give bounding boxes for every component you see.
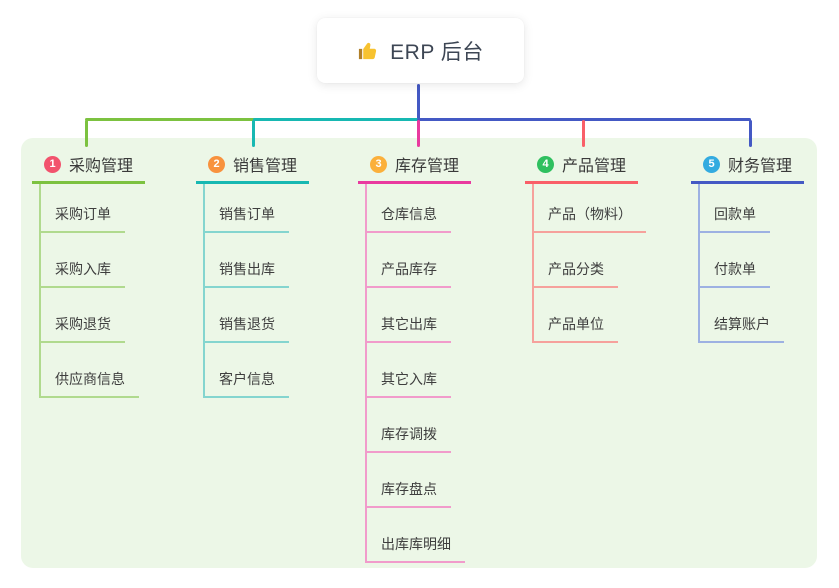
connector-line — [85, 118, 255, 121]
child-label: 库存调拨 — [381, 426, 437, 442]
child-label: 库存盘点 — [381, 481, 437, 497]
branch-children: 销售订单 销售出库 销售退货 客户信息 — [196, 184, 289, 398]
child-node[interactable]: 采购退货 — [39, 288, 125, 343]
child-label: 销售退货 — [219, 316, 275, 332]
child-node[interactable]: 库存调拨 — [365, 398, 451, 453]
branch-spine-line — [698, 184, 700, 343]
connector-line — [749, 120, 752, 147]
branch-1: 1 采购管理 采购订单 采购入库 采购退货 供应商信息 — [32, 148, 145, 398]
child-label: 供应商信息 — [55, 371, 125, 387]
root-node[interactable]: ERP 后台 — [317, 18, 524, 83]
child-label: 销售出库 — [219, 261, 275, 277]
branch-label: 采购管理 — [69, 158, 134, 175]
child-label: 仓库信息 — [381, 206, 437, 222]
child-label: 产品（物料） — [548, 206, 632, 222]
thumbs-up-icon — [357, 39, 380, 62]
branch-children: 仓库信息 产品库存 其它出库 其它入库 库存调拨 库存盘点 出库库明细 — [358, 184, 465, 563]
branch-label: 产品管理 — [562, 158, 627, 175]
connector-line — [252, 120, 255, 147]
branch-header[interactable]: 2 销售管理 — [196, 148, 309, 184]
branch-header[interactable]: 5 财务管理 — [691, 148, 804, 184]
child-node[interactable]: 产品（物料） — [532, 184, 646, 233]
branch-label: 库存管理 — [395, 158, 460, 175]
branch-children: 产品（物料） 产品分类 产品单位 — [525, 184, 646, 343]
child-label: 付款单 — [714, 261, 756, 277]
branch-spine-line — [203, 184, 205, 398]
child-label: 出库库明细 — [381, 536, 451, 552]
child-label: 结算账户 — [714, 316, 770, 332]
branch-children: 采购订单 采购入库 采购退货 供应商信息 — [32, 184, 139, 398]
child-node[interactable]: 客户信息 — [203, 343, 289, 398]
child-node[interactable]: 其它出库 — [365, 288, 451, 343]
child-label: 其它入库 — [381, 371, 437, 387]
child-node[interactable]: 销售出库 — [203, 233, 289, 288]
branch-header[interactable]: 4 产品管理 — [525, 148, 638, 184]
branch-label: 财务管理 — [728, 158, 793, 175]
branch-children: 回款单 付款单 结算账户 — [691, 184, 784, 343]
child-label: 客户信息 — [219, 371, 275, 387]
child-node[interactable]: 产品库存 — [365, 233, 451, 288]
child-node[interactable]: 回款单 — [698, 184, 770, 233]
branch-number-badge: 5 — [703, 155, 720, 173]
branch-4: 4 产品管理 产品（物料） 产品分类 产品单位 — [525, 148, 646, 343]
branch-label: 销售管理 — [233, 158, 298, 175]
child-node[interactable]: 采购入库 — [39, 233, 125, 288]
child-label: 产品单位 — [548, 316, 604, 332]
root-title: ERP 后台 — [390, 40, 484, 64]
child-node[interactable]: 结算账户 — [698, 288, 784, 343]
child-node[interactable]: 其它入库 — [365, 343, 451, 398]
branch-spine-line — [39, 184, 41, 398]
branch-number-badge: 4 — [537, 155, 554, 173]
child-node[interactable]: 采购订单 — [39, 184, 125, 233]
child-node[interactable]: 销售退货 — [203, 288, 289, 343]
branch-header[interactable]: 1 采购管理 — [32, 148, 145, 184]
branch-5: 5 财务管理 回款单 付款单 结算账户 — [691, 148, 804, 343]
branch-spine-line — [532, 184, 534, 343]
connector-line — [85, 120, 88, 147]
child-node[interactable]: 付款单 — [698, 233, 770, 288]
branch-number-badge: 1 — [44, 155, 61, 173]
branch-number-badge: 2 — [208, 155, 225, 173]
child-label: 采购退货 — [55, 316, 111, 332]
branch-2: 2 销售管理 销售订单 销售出库 销售退货 客户信息 — [196, 148, 309, 398]
child-label: 销售订单 — [219, 206, 275, 222]
connector-line — [253, 118, 420, 121]
child-label: 回款单 — [714, 206, 756, 222]
child-node[interactable]: 产品分类 — [532, 233, 618, 288]
branch-spine-line — [365, 184, 367, 563]
child-label: 产品分类 — [548, 261, 604, 277]
child-node[interactable]: 出库库明细 — [365, 508, 465, 563]
child-label: 其它出库 — [381, 316, 437, 332]
connector-line — [582, 120, 585, 147]
child-label: 产品库存 — [381, 261, 437, 277]
branch-3: 3 库存管理 仓库信息 产品库存 其它出库 其它入库 库存调拨 库存盘点 出库库… — [358, 148, 471, 563]
child-node[interactable]: 供应商信息 — [39, 343, 139, 398]
child-label: 采购订单 — [55, 206, 111, 222]
background-panel — [21, 138, 817, 568]
connector-line — [417, 118, 751, 121]
child-node[interactable]: 产品单位 — [532, 288, 618, 343]
connector-line — [417, 120, 420, 147]
child-node[interactable]: 销售订单 — [203, 184, 289, 233]
connector-line — [417, 84, 420, 121]
branch-number-badge: 3 — [370, 155, 387, 173]
branch-header[interactable]: 3 库存管理 — [358, 148, 471, 184]
child-node[interactable]: 仓库信息 — [365, 184, 451, 233]
child-label: 采购入库 — [55, 261, 111, 277]
child-node[interactable]: 库存盘点 — [365, 453, 451, 508]
